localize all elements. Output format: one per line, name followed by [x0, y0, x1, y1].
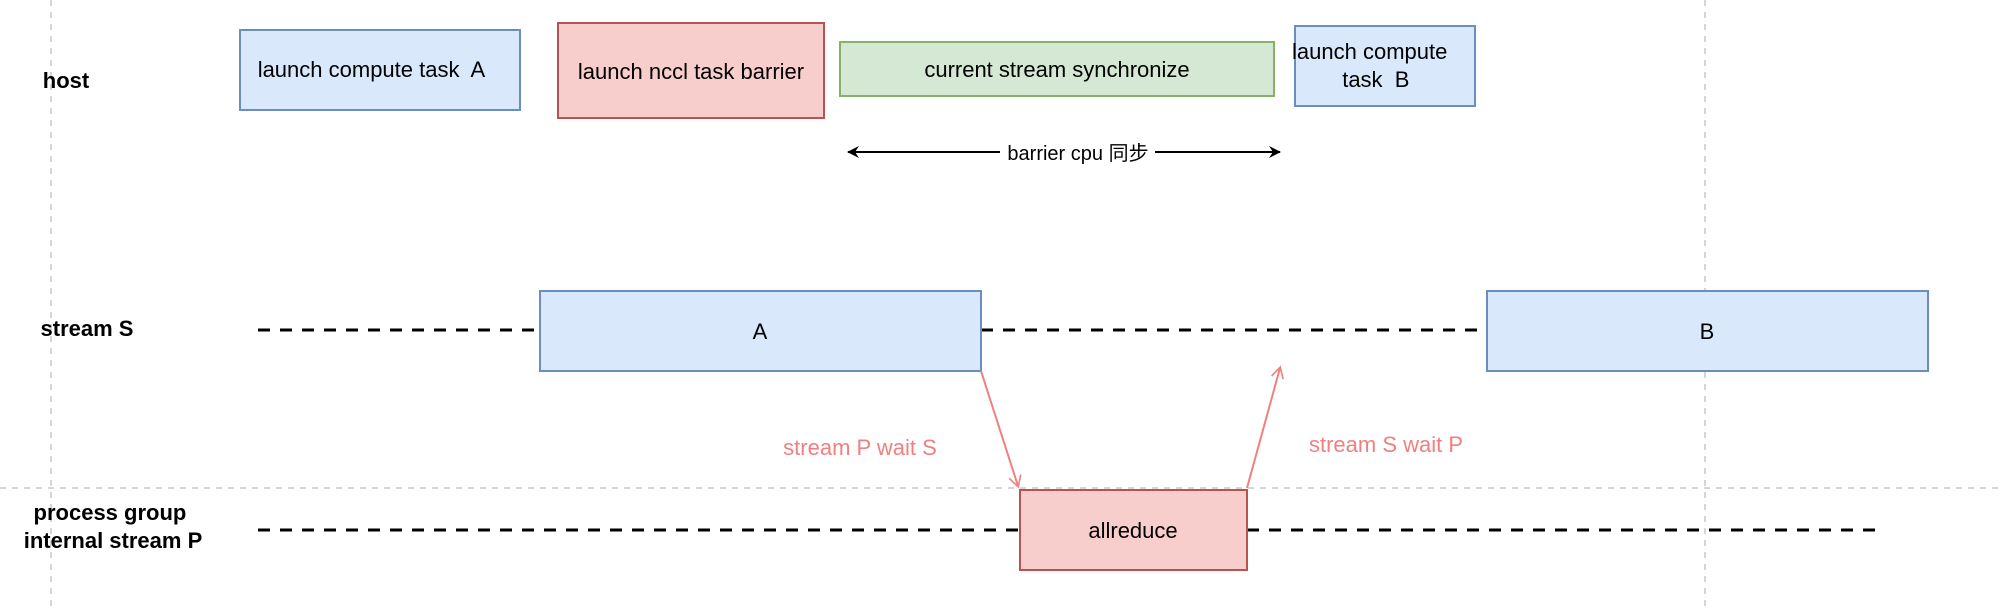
- box-launch-compute-b: [1294, 25, 1476, 107]
- barrier-span-label-bg: [1000, 138, 1155, 166]
- stream-s-task-a: [539, 290, 982, 372]
- box-launch-compute-b-label-line-1: launch compute: [1292, 39, 1447, 64]
- box-launch-compute-b-label-line-2: task B: [1342, 67, 1409, 92]
- dependency-label-s-wait-p: stream S wait P: [1309, 432, 1463, 457]
- box-current-stream-sync-label-line-1: current stream synchronize: [924, 57, 1189, 82]
- box-launch-compute-a: [239, 29, 521, 111]
- lane-label-process-group-line-1: process group: [34, 500, 187, 525]
- barrier-span-label: barrier cpu 同步: [1007, 142, 1148, 165]
- lane-label-host: host: [43, 68, 90, 93]
- stream-p-task-allreduce: [1019, 489, 1248, 571]
- box-launch-compute-a-label-line-1: launch compute task A: [258, 57, 486, 82]
- dependency-label-p-wait-s: stream P wait S: [783, 435, 937, 460]
- box-current-stream-sync-label: current stream synchronize: [924, 57, 1189, 82]
- box-launch-nccl-barrier-label: launch nccl task barrier: [578, 59, 804, 84]
- lane-label-process-group-line-2: internal stream P: [24, 528, 203, 553]
- dependency-arrow-s-wait-p: [1246, 365, 1284, 489]
- lane-label-stream-s: stream S: [41, 316, 134, 341]
- lane-label-process-group: process group internal stream P: [24, 500, 203, 553]
- box-current-stream-sync: [839, 41, 1275, 97]
- stream-s-task-b: [1486, 290, 1929, 372]
- stream-p-task-allreduce-label: allreduce: [1088, 518, 1177, 543]
- box-launch-compute-a-label: launch compute task A: [258, 57, 503, 82]
- box-launch-compute-b-label: launch compute task B: [1292, 39, 1478, 92]
- box-launch-nccl-barrier: [557, 22, 825, 119]
- dependency-arrow-p-wait-s: [980, 370, 1022, 489]
- stream-s-task-b-label: B: [1700, 319, 1715, 344]
- box-launch-nccl-barrier-label-line-1: launch nccl task barrier: [578, 59, 804, 84]
- stream-s-task-a-label: A: [753, 319, 768, 344]
